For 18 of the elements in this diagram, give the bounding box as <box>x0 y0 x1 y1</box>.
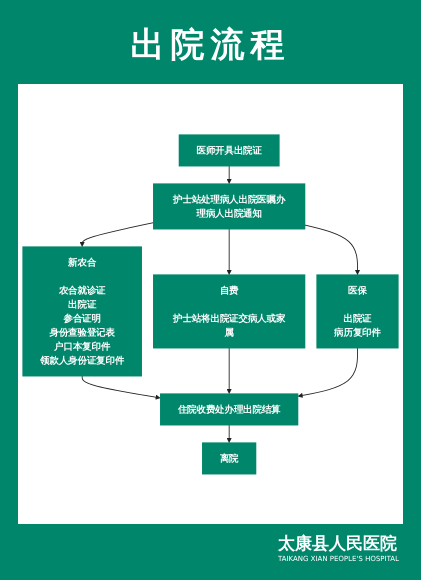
title: 出院流程 <box>130 24 292 67</box>
arrow <box>226 424 232 442</box>
node-box <box>202 442 256 474</box>
node-box <box>22 246 142 376</box>
node-box <box>160 392 298 426</box>
hospital-name: 太康县人民医院 <box>278 533 398 555</box>
arrow <box>226 165 232 184</box>
arrow <box>226 347 232 394</box>
flowchart-panel: 医师开具出院证 护士站处理病人出院医嘱办理病人出院通知 新农合 农合就诊证 出院证 参合证明 身份查验登记表 户口本复印件 领款人身份证复印件 自费 护士站将出院证交病人或家属 医保 出院证 病历复印件 住院收费处办理出院结算 离院 <box>18 84 403 524</box>
node-box <box>153 274 306 348</box>
arrow <box>226 228 232 274</box>
arrow <box>82 375 161 400</box>
arrow <box>298 347 358 398</box>
arrow <box>80 222 154 246</box>
node-box <box>153 182 306 230</box>
node-box <box>316 274 399 348</box>
arrow <box>304 224 360 274</box>
node-box <box>178 134 280 166</box>
